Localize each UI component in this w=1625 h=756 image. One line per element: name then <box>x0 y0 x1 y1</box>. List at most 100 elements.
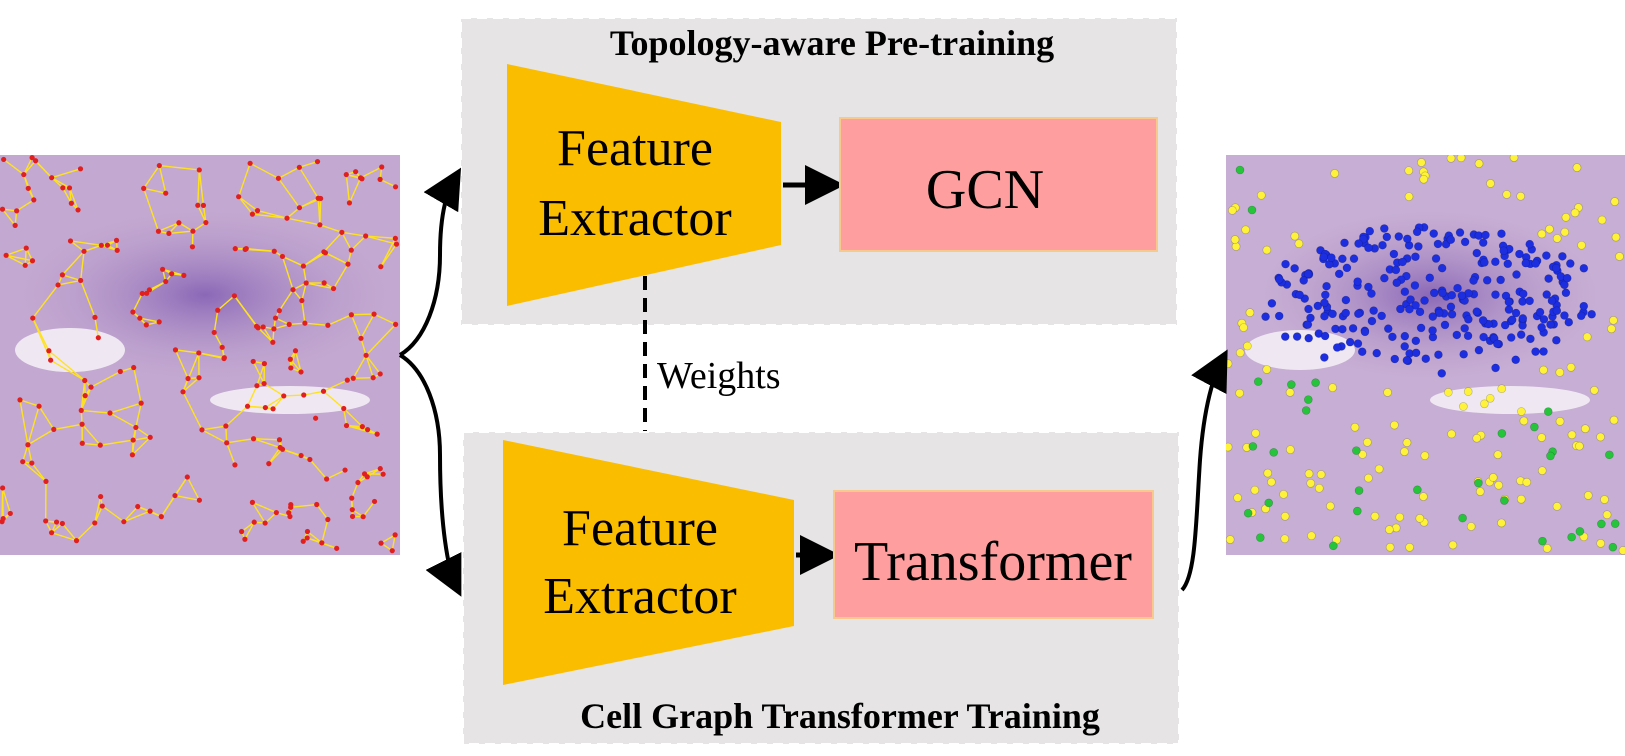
graph-node <box>378 264 384 270</box>
graph-node <box>270 339 276 345</box>
classified-cell <box>1444 388 1453 397</box>
classified-cell <box>1267 477 1276 487</box>
classified-cell <box>1429 288 1439 298</box>
graph-edge <box>5 247 27 256</box>
graph-edge <box>365 235 396 240</box>
classified-cell <box>1329 541 1338 551</box>
classified-cell <box>1482 275 1492 285</box>
graph-edge <box>226 442 236 466</box>
graph-node <box>298 452 304 459</box>
graph-node <box>129 452 136 458</box>
graph-node <box>339 229 345 235</box>
graph-edge <box>343 408 363 428</box>
graph-node <box>242 536 248 542</box>
classified-cell <box>1447 290 1457 300</box>
graph-node <box>158 514 164 520</box>
graph-node <box>231 293 237 299</box>
classified-cell <box>1251 428 1260 438</box>
graph-edge <box>323 231 343 253</box>
right-tissue-lumen <box>1245 330 1355 370</box>
classified-cell <box>1480 258 1489 267</box>
input-to-training-arrow <box>398 353 462 597</box>
graph-edge <box>24 248 27 266</box>
classified-cell <box>1228 206 1237 215</box>
graph-node <box>79 440 85 446</box>
graph-edge <box>282 448 302 457</box>
graph-node <box>343 171 349 178</box>
classified-cell <box>1235 388 1244 398</box>
graph-node <box>43 478 49 484</box>
graph-node <box>345 261 351 267</box>
graph-node <box>172 492 178 499</box>
graph-edge <box>51 168 81 179</box>
graph-node <box>143 322 149 328</box>
classified-cell <box>1555 368 1565 377</box>
classified-cell <box>1389 249 1399 259</box>
classified-cell <box>1493 450 1503 459</box>
classified-cell <box>1610 197 1620 206</box>
graph-edge <box>351 482 359 499</box>
classified-cell <box>1438 288 1447 298</box>
graph-node <box>343 422 350 429</box>
graph-node <box>342 467 348 473</box>
graph-edge <box>80 386 92 411</box>
classified-cell <box>1537 466 1547 475</box>
classified-cell <box>1304 333 1313 343</box>
classified-cell <box>1452 330 1462 340</box>
classified-cell <box>1380 273 1389 283</box>
graph-edge <box>143 165 160 189</box>
graph-edge <box>168 230 193 235</box>
input-cell-graph-image <box>0 155 400 555</box>
classified-cell <box>1365 226 1375 236</box>
graph-node <box>78 407 84 414</box>
classified-cell <box>1400 331 1410 341</box>
top-extractor-line2: Extractor <box>538 190 731 247</box>
graph-edge <box>283 394 304 397</box>
right-tissue-lumen <box>1430 386 1590 414</box>
classified-cell <box>1503 259 1513 269</box>
graph-node <box>249 499 256 505</box>
top-feature-extractor <box>507 64 781 306</box>
input-to-pretraining-arrow <box>398 167 462 357</box>
graph-edge <box>257 209 288 219</box>
classified-cell <box>1338 254 1347 264</box>
classified-cell <box>1303 269 1313 279</box>
classified-cell <box>1421 354 1431 364</box>
graph-node <box>232 246 238 252</box>
weights-label: Weights <box>657 355 781 397</box>
graph-node <box>176 220 182 226</box>
classified-cell <box>1530 422 1539 432</box>
graph-node <box>392 532 398 538</box>
graph-node <box>221 355 227 361</box>
graph-edge <box>289 358 302 373</box>
classified-cell <box>1404 166 1414 175</box>
graph-node <box>271 248 277 254</box>
classified-cell <box>1560 227 1570 237</box>
graph-node <box>266 461 272 467</box>
graph-edge <box>101 244 118 252</box>
graph-node <box>25 185 31 191</box>
classified-cell <box>1402 355 1412 365</box>
graph-node <box>313 415 319 421</box>
classified-cell <box>1280 511 1290 521</box>
classified-cell <box>1419 174 1429 184</box>
graph-node <box>348 312 354 318</box>
classified-cell <box>1474 159 1484 168</box>
graph-edge <box>286 207 300 219</box>
classified-cell <box>1518 289 1528 299</box>
classified-cell <box>1353 277 1362 286</box>
graph-edge <box>94 496 102 524</box>
graph-edge <box>3 158 25 176</box>
graph-edge <box>182 391 203 431</box>
graph-node <box>247 160 253 166</box>
graph-edge <box>143 188 160 232</box>
graph-edge <box>197 204 207 223</box>
classified-cell <box>1385 542 1395 552</box>
classified-cell <box>1555 417 1565 426</box>
graph-edge <box>6 254 33 262</box>
classified-cell <box>1576 311 1586 321</box>
classified-cell <box>1364 282 1373 292</box>
classified-cell <box>1248 442 1258 451</box>
classified-cell <box>1535 307 1545 317</box>
